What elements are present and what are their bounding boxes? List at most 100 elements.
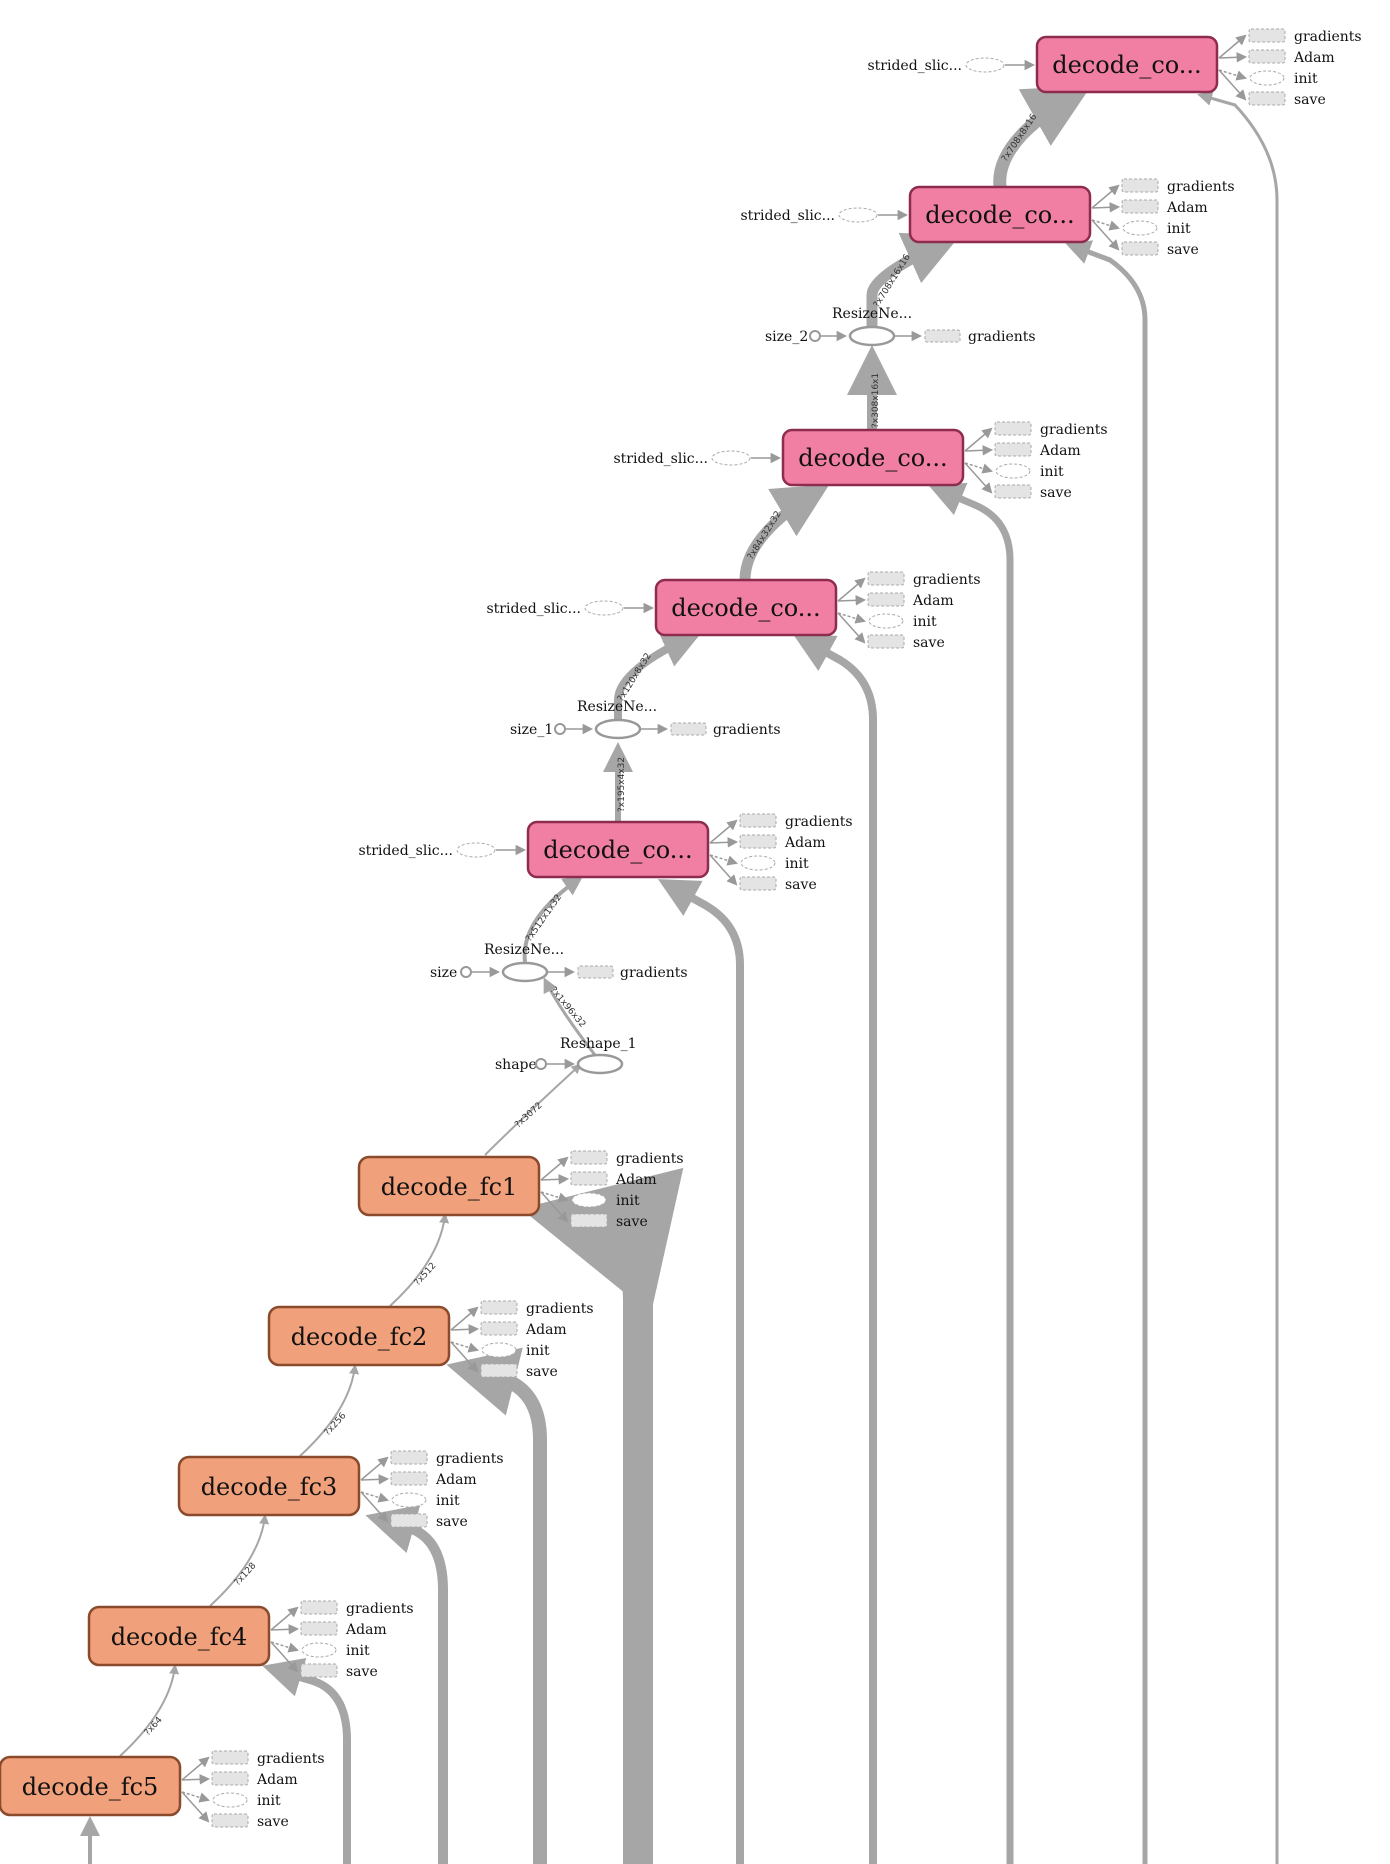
resize-op-1[interactable]: ResizeNe... size_1 gradients	[510, 699, 781, 740]
reshape-op-ellipse[interactable]	[576, 1053, 624, 1075]
resize-op-ellipse[interactable]	[501, 961, 549, 983]
init-node[interactable]	[391, 1492, 427, 1508]
edge-label: ?x1x96x32	[548, 986, 587, 1030]
fc-node-box[interactable]	[357, 1155, 541, 1217]
conv-node-box[interactable]	[1035, 35, 1219, 94]
adam-node[interactable]	[300, 1621, 338, 1636]
init-node[interactable]	[301, 1642, 337, 1658]
adam-node[interactable]	[570, 1171, 608, 1186]
fc-node-box[interactable]	[0, 1755, 182, 1817]
resize-op-0[interactable]: ResizeNe... size gradients	[430, 942, 688, 983]
edge-label: ?x84x32x32	[746, 510, 784, 562]
init-node[interactable]	[481, 1342, 517, 1358]
adam-node[interactable]	[211, 1771, 249, 1786]
const-input-node[interactable]	[809, 330, 821, 342]
conv-node-1[interactable]: decode_co...strided_slic...gradientsAdam…	[867, 28, 1362, 108]
gradients-node[interactable]	[670, 722, 707, 736]
save-node[interactable]	[1121, 241, 1159, 256]
gradients-node[interactable]	[577, 965, 614, 979]
conv-4-save-edge	[837, 612, 866, 644]
gradients-node[interactable]	[480, 1300, 518, 1315]
adam-label: Adam	[912, 593, 954, 609]
fc-node-box[interactable]	[177, 1455, 361, 1517]
const-input-node[interactable]	[554, 723, 566, 735]
strided-slice-node[interactable]	[711, 450, 751, 466]
init-node[interactable]	[868, 613, 904, 629]
gradients-label: gradients	[616, 1151, 684, 1167]
fc-node-box[interactable]	[87, 1605, 271, 1667]
gradients-node[interactable]	[1121, 178, 1159, 193]
fc-4-adam-edge	[270, 1624, 300, 1635]
init-node[interactable]	[995, 463, 1031, 479]
conv-node-2[interactable]: decode_co...strided_slic...gradientsAdam…	[740, 178, 1235, 258]
init-node[interactable]	[571, 1192, 607, 1208]
gradients-node[interactable]	[211, 1750, 249, 1765]
strided-slice-node[interactable]	[456, 842, 496, 858]
gradients-node[interactable]	[994, 421, 1032, 436]
edge-fc5-fc4	[119, 1664, 180, 1757]
save-node[interactable]	[211, 1813, 249, 1828]
save-label: save	[1040, 485, 1072, 501]
save-node[interactable]	[390, 1513, 428, 1528]
fc-1-gradients-edge	[540, 1156, 569, 1181]
edge-resize0-conv5	[522, 875, 584, 963]
conv-node-box[interactable]	[654, 578, 838, 637]
adam-node[interactable]	[1248, 49, 1286, 64]
strided-slice-node[interactable]	[838, 207, 878, 223]
strided-slice-label: strided_slic...	[740, 208, 835, 224]
save-node[interactable]	[994, 484, 1032, 499]
adam-node[interactable]	[390, 1471, 428, 1486]
conv-node-4[interactable]: decode_co...strided_slic...gradientsAdam…	[486, 571, 981, 651]
save-label: save	[1294, 92, 1326, 108]
init-node[interactable]	[212, 1792, 248, 1808]
edge-reshape-resize0	[543, 977, 597, 1056]
init-node[interactable]	[740, 855, 776, 871]
const-input-node[interactable]	[535, 1058, 547, 1070]
conv-node-box[interactable]	[526, 820, 710, 879]
strided-slice-node[interactable]	[965, 57, 1005, 73]
resize-op-2[interactable]: ResizeNe... size_2 gradients	[765, 306, 1036, 347]
reshape-op[interactable]: Reshape_1 shape	[495, 1036, 637, 1075]
save-node[interactable]	[1248, 91, 1286, 106]
adam-node[interactable]	[867, 592, 905, 607]
resize-op-ellipse[interactable]	[594, 718, 642, 740]
conv-node-3[interactable]: decode_co...strided_slic...gradientsAdam…	[613, 421, 1108, 501]
gradients-node[interactable]	[867, 571, 905, 586]
save-node[interactable]	[867, 634, 905, 649]
init-node[interactable]	[1249, 70, 1285, 86]
adam-node[interactable]	[480, 1321, 518, 1336]
save-node[interactable]	[300, 1663, 338, 1678]
init-node[interactable]	[1122, 220, 1158, 236]
gradients-node[interactable]	[739, 813, 777, 828]
adam-label: Adam	[345, 1622, 387, 1638]
save-node[interactable]	[739, 876, 777, 891]
fc-node-box[interactable]	[267, 1305, 451, 1367]
adam-node[interactable]	[1121, 199, 1159, 214]
gradients-node[interactable]	[924, 329, 961, 343]
conv-node-box[interactable]	[781, 428, 965, 487]
fc-node-label: decode_fc4	[111, 1623, 248, 1651]
conv-node-box[interactable]	[908, 185, 1092, 244]
strided-slice-node[interactable]	[584, 600, 624, 616]
resize-op-ellipse[interactable]	[848, 325, 896, 347]
conv-node-5[interactable]: decode_co...strided_slic...gradientsAdam…	[358, 813, 853, 893]
gradients-node[interactable]	[300, 1600, 338, 1615]
const-input-node[interactable]	[460, 966, 472, 978]
strided-slice-label: strided_slic...	[486, 601, 581, 617]
save-node[interactable]	[480, 1363, 518, 1378]
save-node[interactable]	[570, 1213, 608, 1228]
main-chain-edges	[119, 85, 1092, 1757]
gradients-node[interactable]	[390, 1450, 428, 1465]
fc-node-label: decode_fc1	[381, 1173, 518, 1201]
gradients-node[interactable]	[570, 1150, 608, 1165]
gradients-label: gradients	[1167, 179, 1235, 195]
adam-node[interactable]	[994, 442, 1032, 457]
gradients-node[interactable]	[1248, 28, 1286, 43]
gradient-edge-conv2	[1065, 240, 1148, 1864]
adam-node[interactable]	[739, 834, 777, 849]
